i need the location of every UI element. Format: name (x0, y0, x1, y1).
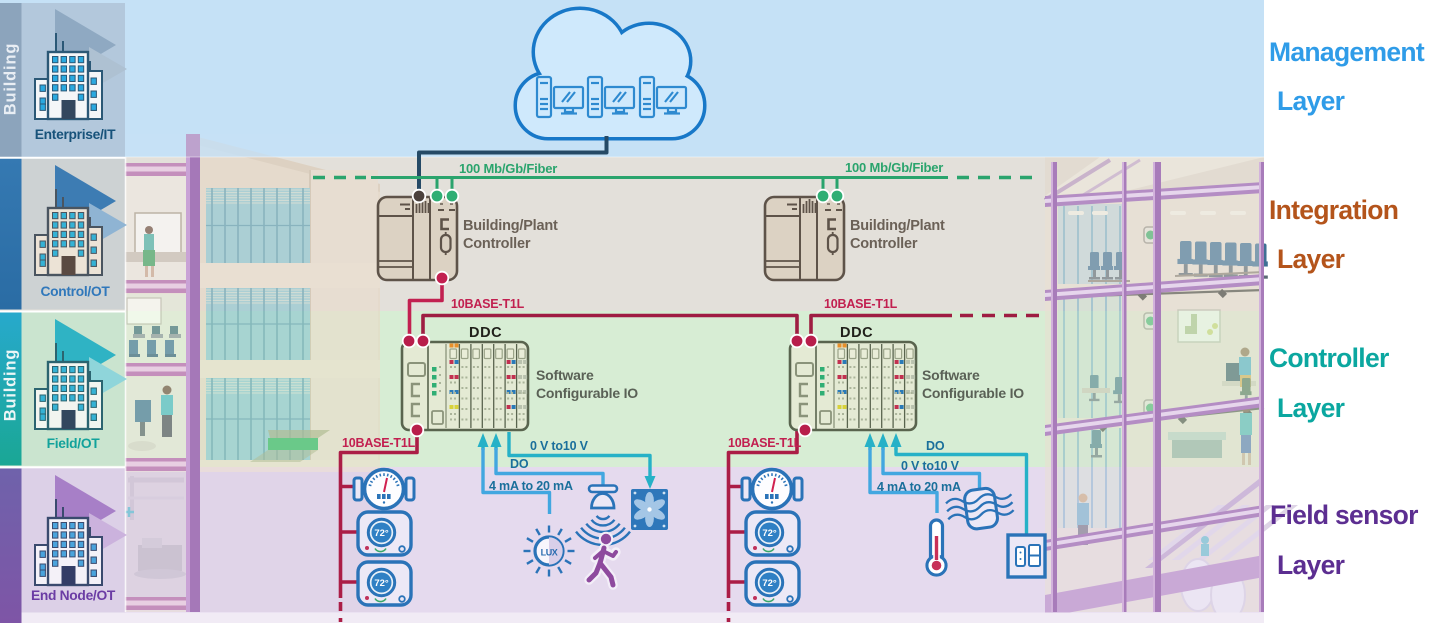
svg-text:72°: 72° (374, 578, 389, 589)
svg-text:Software: Software (922, 367, 980, 383)
svg-text:10BASE-T1L: 10BASE-T1L (728, 436, 802, 450)
svg-text:Integration: Integration (1269, 195, 1398, 225)
svg-text:0 V to10 V: 0 V to10 V (901, 459, 960, 473)
svg-text:DDC: DDC (469, 325, 502, 341)
svg-text:Building/Plant: Building/Plant (463, 218, 558, 234)
svg-text:End Node/OT: End Node/OT (31, 588, 116, 603)
svg-text:Field sensor: Field sensor (1270, 500, 1418, 530)
svg-text:Layer: Layer (1277, 244, 1345, 274)
svg-text:Control/OT: Control/OT (40, 284, 110, 299)
svg-text:DDC: DDC (840, 325, 873, 341)
svg-text:Building: Building (2, 43, 20, 115)
svg-text:Controller: Controller (1269, 343, 1389, 373)
svg-text:Building/Plant: Building/Plant (850, 218, 945, 234)
svg-text:Configurable IO: Configurable IO (922, 385, 1024, 401)
svg-text:72°: 72° (762, 528, 777, 539)
svg-text:DO: DO (926, 439, 945, 453)
svg-text:72°: 72° (374, 528, 389, 539)
svg-text:LUX: LUX (541, 548, 558, 558)
svg-text:Layer: Layer (1277, 550, 1345, 580)
svg-text:10BASE-T1L: 10BASE-T1L (451, 297, 525, 311)
svg-text:72°: 72° (762, 578, 777, 589)
svg-text:Configurable IO: Configurable IO (536, 385, 638, 401)
svg-text:100 Mb/Gb/Fiber: 100 Mb/Gb/Fiber (845, 160, 943, 175)
svg-text:Layer: Layer (1277, 393, 1345, 423)
svg-text:Management: Management (1269, 37, 1425, 67)
svg-text:4 mA to 20 mA: 4 mA to 20 mA (489, 479, 573, 493)
svg-text:Software: Software (536, 367, 594, 383)
svg-text:0 V to10 V: 0 V to10 V (530, 439, 589, 453)
svg-text:Layer: Layer (1277, 86, 1345, 116)
svg-text:Controller: Controller (850, 236, 918, 252)
svg-text:4 mA to 20 mA: 4 mA to 20 mA (877, 480, 961, 494)
svg-text:Enterprise/IT: Enterprise/IT (35, 127, 116, 142)
svg-text:Building: Building (2, 349, 20, 421)
svg-text:10BASE-T1L: 10BASE-T1L (824, 297, 898, 311)
svg-text:10BASE-T1L: 10BASE-T1L (342, 436, 416, 450)
svg-text:Field/OT: Field/OT (47, 436, 101, 451)
svg-text:DO: DO (510, 457, 529, 471)
svg-text:Controller: Controller (463, 236, 531, 252)
svg-text:100 Mb/Gb/Fiber: 100 Mb/Gb/Fiber (459, 161, 557, 176)
